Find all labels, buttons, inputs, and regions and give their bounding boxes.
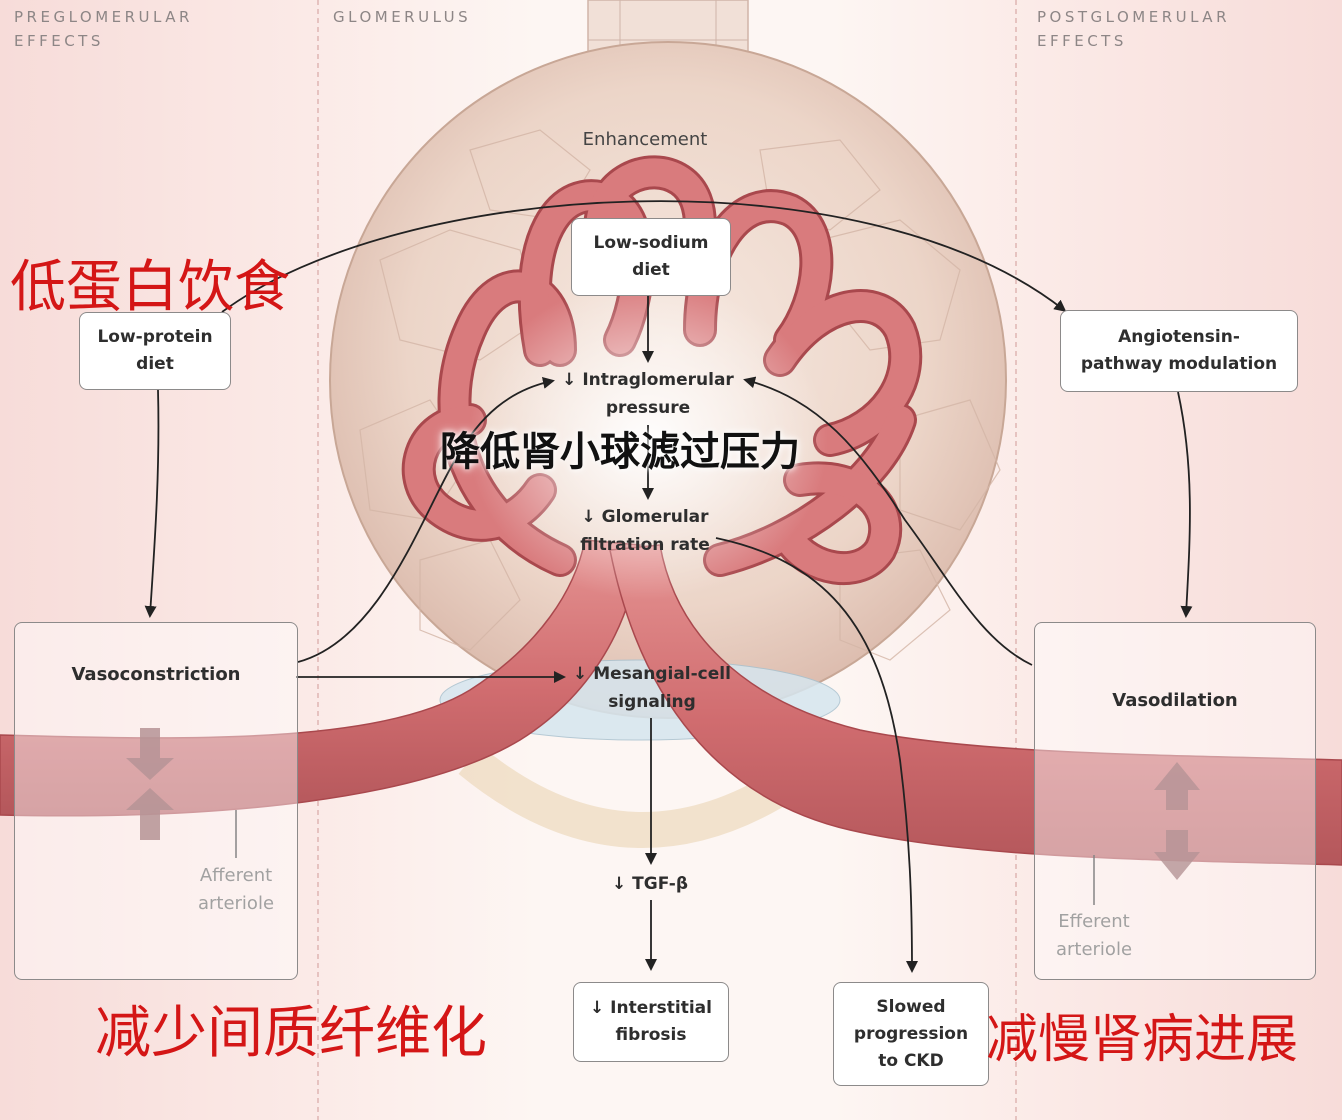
- box-vasoconstriction: Vasoconstriction: [14, 622, 298, 980]
- flow-arrows: [144, 200, 1193, 973]
- label-afferent-arteriole: Afferent arteriole: [197, 865, 275, 914]
- annotation-reduce-pressure-cn: 降低肾小球滤过压力: [440, 429, 800, 475]
- header-postglomerular: POSTGLOMERULAR EFFECTS: [1037, 8, 1230, 50]
- constriction-arrows: [126, 728, 174, 840]
- label-efferent-arteriole: Efferent arteriole: [1055, 911, 1133, 960]
- arrow-gfr-to-ckd: [715, 537, 918, 973]
- arrow-protein-to-vasoconstriction: [144, 389, 160, 618]
- box-low-sodium-diet: Low-sodium diet: [571, 218, 731, 296]
- annotation-low-protein-diet-cn: 低蛋白饮食: [10, 255, 290, 320]
- box-interstitial-fibrosis: ↓ Interstitial fibrosis: [573, 982, 729, 1062]
- header-preglomerular: PREGLOMERULAR EFFECTS: [14, 8, 193, 50]
- box-angiotensin-modulation: Angiotensin- pathway modulation: [1060, 310, 1298, 392]
- arrow-angiotensin-to-vasodilation: [1177, 391, 1193, 618]
- label-enhancement: Enhancement: [582, 129, 708, 150]
- label-tgf-beta: ↓ TGF-β: [611, 874, 689, 894]
- annotation-slow-ckd-cn: 减慢肾病进展: [986, 1010, 1299, 1070]
- label-mesangial-signaling: ↓ Mesangial-cell signaling: [573, 664, 731, 712]
- arrow-enhancement-to-angiotensin: [221, 200, 1067, 313]
- annotation-reduce-fibrosis-cn: 减少间质纤维化: [95, 1001, 487, 1066]
- arrow-vasoconstriction-to-pressure: [297, 377, 555, 663]
- arrow-vasodilation-to-pressure: [743, 376, 1033, 666]
- header-glomerulus: GLOMERULUS: [333, 8, 472, 26]
- box-slowed-progression-ckd: Slowed progression to CKD: [833, 982, 989, 1086]
- label-gfr: ↓ Glomerular filtration rate: [580, 507, 710, 555]
- box-vasodilation: Vasodilation: [1034, 622, 1316, 980]
- label-intraglomerular-pressure: ↓ Intraglomerular pressure: [562, 370, 734, 418]
- box-low-protein-diet: Low-protein diet: [79, 312, 231, 390]
- dilation-arrows: [1154, 762, 1200, 880]
